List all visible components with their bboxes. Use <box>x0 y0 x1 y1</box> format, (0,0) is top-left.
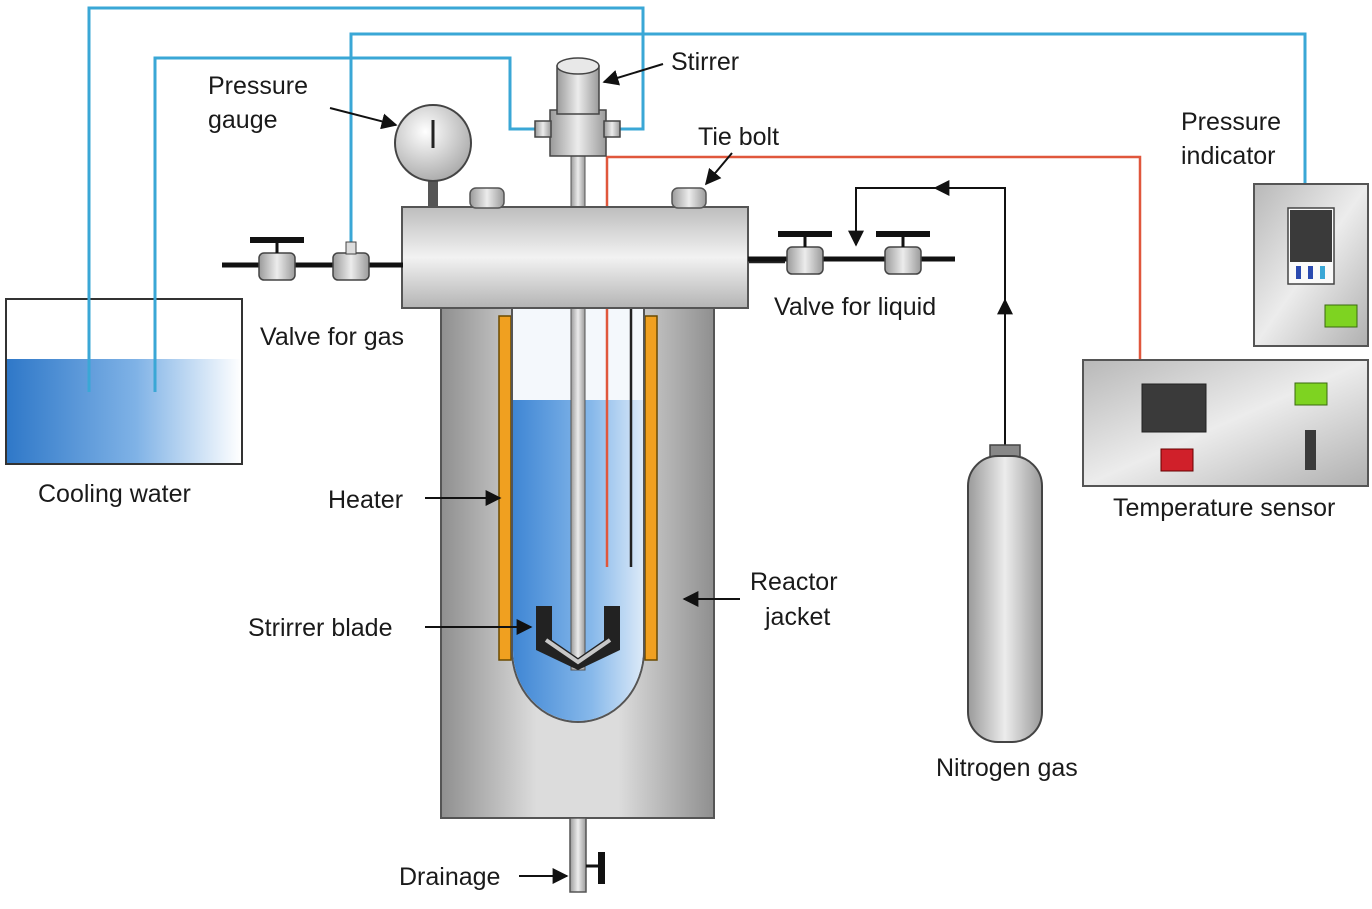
gas-valve-2 <box>332 252 370 281</box>
heater-right <box>644 315 658 661</box>
label-heater: Heater <box>328 486 403 514</box>
label-reactor-jacket-2: jacket <box>764 603 830 631</box>
temperature-sensor-box <box>1082 359 1369 487</box>
label-nitrogen-gas: Nitrogen gas <box>936 754 1078 782</box>
arrow-tie-bolt <box>704 152 733 186</box>
label-reactor-jacket-1: Reactor <box>750 568 838 596</box>
gas-valve-1 <box>258 252 296 281</box>
label-pressure-gauge-1: Pressure <box>208 72 308 100</box>
pressure-indicator-line <box>349 32 1307 243</box>
label-valve-for-liquid: Valve for liquid <box>774 293 936 321</box>
arrow-stirrer <box>602 63 664 86</box>
sensor-red-button <box>1160 448 1194 472</box>
label-tie-bolt: Tie bolt <box>698 123 779 151</box>
liquid-valve-2 <box>884 246 922 275</box>
tie-bolt-left <box>469 187 505 209</box>
label-valve-for-gas: Valve for gas <box>260 323 404 351</box>
temperature-sensor-line <box>605 155 1142 567</box>
pressure-gauge <box>394 104 472 208</box>
cooling-lines <box>87 6 1307 392</box>
label-strirrer-blade: Strirrer blade <box>248 614 393 642</box>
reactor-lid <box>401 206 749 309</box>
liquid-valve-1 <box>786 246 824 275</box>
tie-bolt-right <box>671 187 707 209</box>
sensor-display <box>1141 383 1207 433</box>
cooling-water-tank <box>5 298 243 465</box>
arrow-pressure-gauge <box>329 107 398 130</box>
heater-left <box>498 315 512 661</box>
label-temperature-sensor: Temperature sensor <box>1113 494 1335 522</box>
label-pressure-gauge-2: gauge <box>208 106 278 134</box>
cooling-line-inner <box>153 56 538 392</box>
indicator-green-light <box>1324 304 1358 328</box>
stirrer-blade <box>536 606 620 670</box>
cooling-water-liquid <box>7 359 241 463</box>
label-pressure-indicator-1: Pressure <box>1181 108 1281 136</box>
label-pressure-indicator-2: indicator <box>1181 142 1276 170</box>
drainage-pipe <box>569 817 605 893</box>
cooling-line-outer <box>87 6 645 392</box>
label-cooling-water: Cooling water <box>38 480 191 508</box>
stirrer-motor <box>534 57 621 157</box>
nitrogen-feed-line <box>848 180 1013 445</box>
leader-arrows <box>329 63 740 884</box>
liquid-valve-assembly <box>748 231 955 275</box>
sensor-switch <box>1305 430 1316 470</box>
pressure-indicator-box <box>1253 183 1369 347</box>
sensor-green-button <box>1294 382 1328 406</box>
gas-valve-assembly <box>222 237 403 281</box>
label-drainage: Drainage <box>399 863 500 891</box>
label-stirrer: Stirrer <box>671 48 739 76</box>
nitrogen-cylinder <box>967 444 1043 743</box>
